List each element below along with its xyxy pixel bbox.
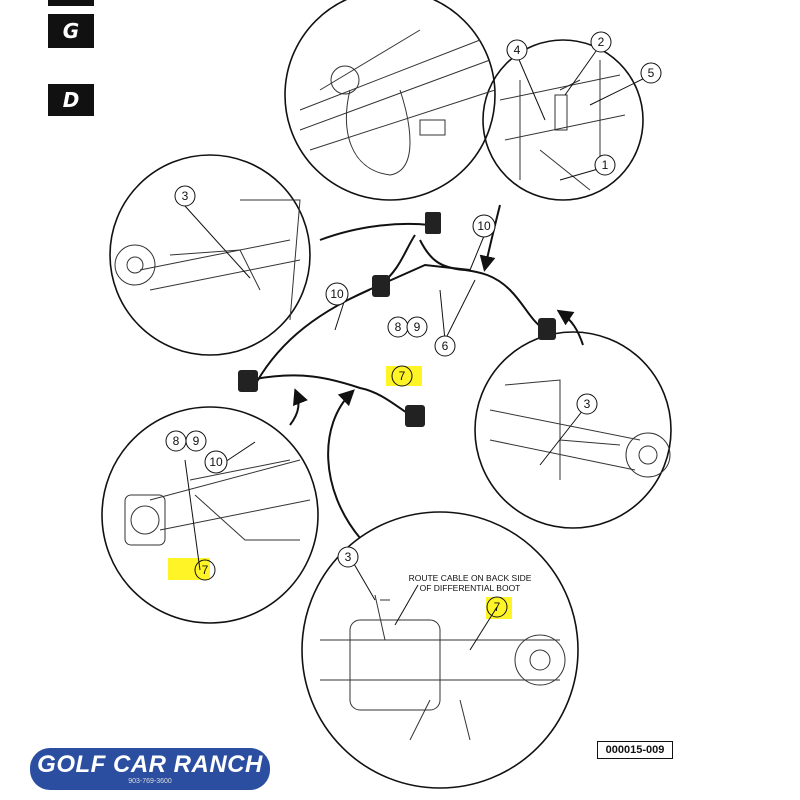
section-tab-g: G [48, 14, 94, 48]
cable-harness [249, 222, 546, 416]
svg-text:7: 7 [494, 600, 501, 614]
svg-text:9: 9 [414, 320, 421, 334]
svg-text:9: 9 [193, 434, 200, 448]
svg-text:2: 2 [598, 35, 605, 49]
callout-7-center: 7 [391, 365, 413, 387]
callout-4: 4 [506, 39, 528, 61]
detail-circle-top-center [284, 0, 496, 201]
detail-circle-bottom [301, 511, 579, 789]
detail-drawings [114, 29, 671, 741]
svg-text:7: 7 [202, 563, 209, 577]
detail-circle-top-right [482, 39, 644, 201]
leader-lines [184, 43, 652, 651]
callout-5: 5 [640, 62, 662, 84]
svg-text:4: 4 [514, 43, 521, 57]
highlight-7-center [386, 366, 422, 386]
svg-text:3: 3 [584, 397, 591, 411]
svg-text:8: 8 [173, 434, 180, 448]
svg-text:1: 1 [602, 158, 609, 172]
callout-8-center: 8 [387, 316, 409, 338]
svg-text:3: 3 [345, 550, 352, 564]
logo-text: GOLF CAR RANCH [37, 751, 263, 778]
callout-10-left-lower: 10 [204, 450, 228, 474]
svg-text:6: 6 [442, 339, 449, 353]
callout-7-left-lower: 7 [194, 559, 216, 581]
callouts: 3 4 2 5 1 10 10 8 9 6 7 3 8 9 10 7 3 7 [165, 31, 662, 618]
svg-text:10: 10 [209, 455, 223, 469]
callout-3-right-middle: 3 [576, 393, 598, 415]
golf-car-ranch-logo: GOLF CAR RANCH 903-769-3600 [30, 748, 270, 790]
svg-text:5: 5 [648, 66, 655, 80]
section-tab-top [48, 0, 94, 6]
callout-9-left-lower: 9 [185, 430, 207, 452]
section-tab-d: D [48, 84, 94, 116]
callout-2: 2 [590, 31, 612, 53]
diagram-part-number: 000015-009 [597, 741, 673, 759]
detail-circle-left-lower [101, 406, 319, 624]
route-note-line-1: ROUTE CABLE ON BACK SIDE [409, 573, 532, 583]
route-note-line-2: OF DIFFERENTIAL BOOT [420, 583, 521, 593]
callout-9-center: 9 [406, 316, 428, 338]
svg-text:10: 10 [330, 287, 344, 301]
svg-text:7: 7 [399, 369, 406, 383]
callout-3-bottom: 3 [337, 546, 359, 568]
connection-arrows [289, 204, 584, 539]
cable-connectors [238, 212, 556, 427]
callout-7-bottom: 7 [486, 596, 508, 618]
detail-circle-right-middle [474, 331, 672, 529]
callout-6: 6 [434, 335, 456, 357]
svg-text:10: 10 [477, 219, 491, 233]
callout-10-center: 10 [325, 282, 349, 306]
callout-3-left-upper: 3 [174, 185, 196, 207]
route-note: ROUTE CABLE ON BACK SIDE OF DIFFERENTIAL… [394, 573, 532, 626]
svg-text:3: 3 [182, 189, 189, 203]
detail-circle-left-upper [109, 154, 311, 356]
logo-phone: 903-769-3600 [128, 778, 172, 785]
callout-8-left-lower: 8 [165, 430, 187, 452]
callout-1: 1 [594, 154, 616, 176]
callout-10-top: 10 [472, 214, 496, 238]
svg-text:8: 8 [395, 320, 402, 334]
